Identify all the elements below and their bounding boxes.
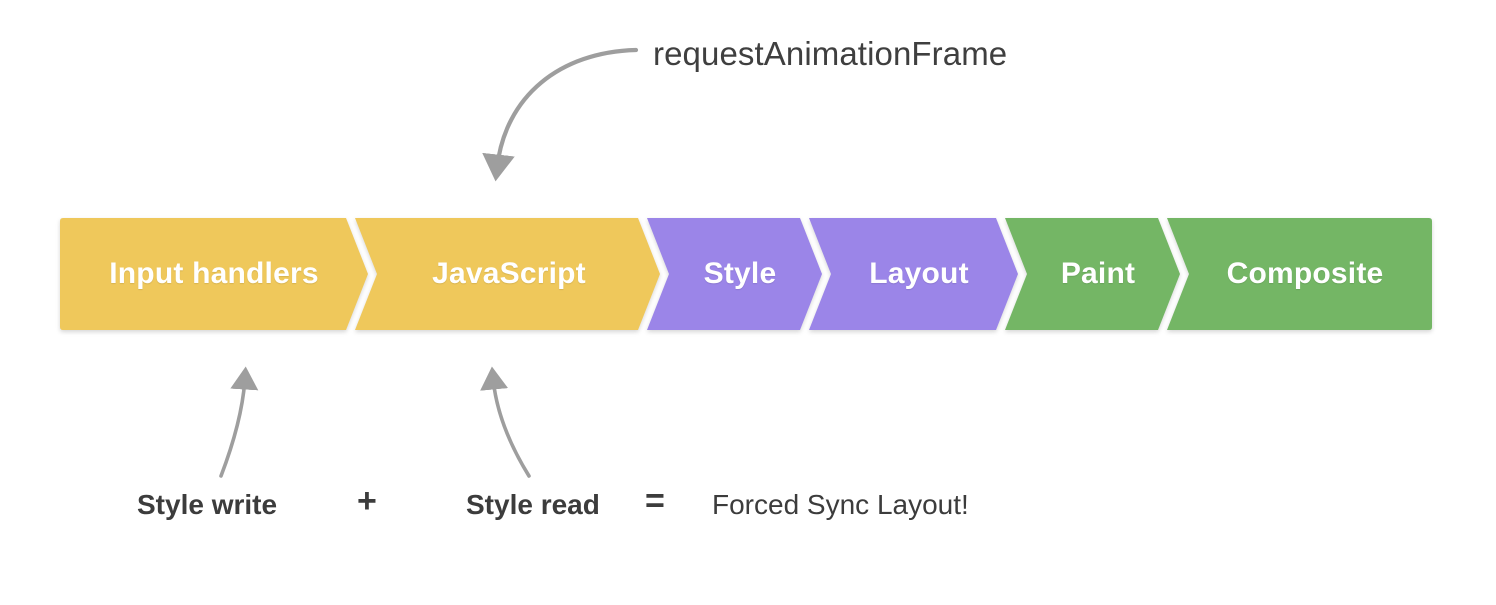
segment-shape-layout <box>809 218 1018 330</box>
style-write-arrow-icon <box>219 366 259 478</box>
segment-shape-paint <box>1005 218 1180 330</box>
segment-label-paint: Paint <box>1060 257 1136 290</box>
equation-row: Style write + Style read = Forced Sync L… <box>0 482 1496 527</box>
equation-term-style-read: Style read <box>466 489 600 520</box>
pipeline-bar: Input handlers JavaScript Style Layout P… <box>60 218 1432 330</box>
equation-term-style-write: Style write <box>137 489 278 520</box>
segment-shape-input-handlers <box>60 218 368 330</box>
pipeline-chevrons <box>60 218 1432 330</box>
segment-label-javascript: JavaScript <box>432 257 586 290</box>
raf-arrow-icon <box>482 47 639 182</box>
style-read-arrow-icon <box>480 366 531 478</box>
equation-result-forced-sync-layout: Forced Sync Layout! <box>712 489 969 520</box>
segment-label-style: Style <box>703 257 777 290</box>
segment-label-input-handlers: Input handlers <box>109 257 319 290</box>
segment-label-composite: Composite <box>1226 257 1384 290</box>
segment-shape-javascript <box>355 218 660 330</box>
equation-equals-operator: = <box>645 482 665 520</box>
request-animation-frame-label: requestAnimationFrame <box>653 35 1008 72</box>
equation-plus-operator: + <box>357 482 377 520</box>
segment-shape-composite <box>1167 218 1432 330</box>
segment-shape-style <box>647 218 822 330</box>
segment-label-layout: Layout <box>869 257 969 290</box>
